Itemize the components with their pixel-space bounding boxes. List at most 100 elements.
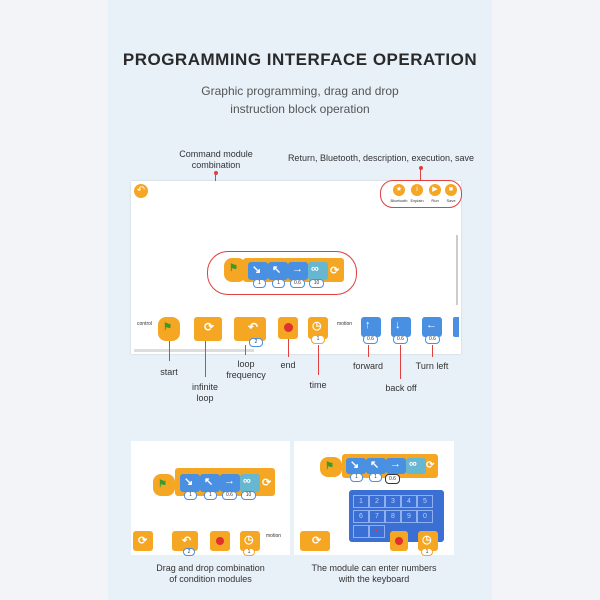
key-4[interactable]: 4 [401,495,417,508]
arrow-right-icon: → [292,263,303,275]
key-dot[interactable] [353,525,369,538]
explain-label: Explain [410,198,424,203]
start-palette-block[interactable]: ⚑ [158,317,180,341]
loop-palette-block[interactable]: ⟳ [300,531,330,551]
value-field[interactable]: 0.6 [393,335,408,344]
value-field[interactable]: 2 [249,338,263,347]
save-icon[interactable]: ■ [445,184,457,196]
turn-left-block[interactable]: ↖ [366,458,386,474]
value-field[interactable]: 1 [272,279,285,288]
caption-line-1: The module can enter numbers [311,563,437,573]
loop-frequency-block[interactable]: ↶ [234,317,266,341]
bluetooth-icon[interactable]: ★ [393,184,405,196]
key-6[interactable]: 6 [353,510,369,523]
value-field[interactable]: 1 [184,491,197,500]
value-field[interactable]: 10 [309,279,324,288]
time-block[interactable]: ◷ [308,317,328,339]
combo-note: Command module combination [168,149,264,171]
page-subtitle: Graphic programming, drag and drop instr… [108,82,492,118]
callout-line-1: loop [237,359,255,369]
turn-right-icon: ↘ [184,476,194,488]
vertical-scrollbar[interactable] [456,235,458,305]
keyboard-caption: The module can enter numbers with the ke… [294,563,454,585]
key-3[interactable]: 3 [385,495,401,508]
end-block[interactable] [210,531,230,551]
loop-icon: ↶ [182,535,192,547]
start-block[interactable]: ⚑ [153,474,175,496]
drag-drop-caption: Drag and drop combination of condition m… [131,563,290,585]
turn-left-palette-block[interactable]: ← [422,317,442,337]
run-label: Run [431,198,439,203]
key-7[interactable]: 7 [369,510,385,523]
value-field[interactable]: 1 [421,548,433,556]
value-field[interactable]: 0.6 [222,491,237,500]
flag-icon: ⚑ [163,322,172,333]
motion-category-label: motion [266,533,282,539]
value-field[interactable]: 0.6 [425,335,440,344]
callout-line [368,345,369,357]
value-field[interactable]: 1 [350,473,363,482]
key-8[interactable]: 8 [385,510,401,523]
partial-palette-block[interactable] [453,317,459,337]
key-2[interactable]: 2 [369,495,385,508]
loop-palette-block[interactable]: ⟳ [133,531,153,551]
value-field[interactable]: 1 [204,491,217,500]
turn-left-icon: ↖ [370,459,380,471]
value-field-active[interactable]: 0.6 [385,474,400,484]
explain-icon[interactable]: i [411,184,423,196]
turn-right-block[interactable]: ↘ [248,262,268,280]
turn-left-block[interactable]: ↖ [200,474,220,492]
turn-left-block[interactable]: ↖ [268,262,288,280]
subtitle-line-2: instruction block operation [230,102,370,116]
loop-frequency-callout: loop frequency [220,359,272,381]
connector-dot [419,166,423,170]
value-field[interactable]: 10 [241,491,256,500]
callout-line-1: infinite [191,382,218,392]
end-block[interactable] [278,317,298,339]
value-field[interactable]: 1 [243,548,255,556]
time-block[interactable]: ◷ [418,531,438,551]
time-block[interactable]: ◷ [240,531,260,551]
infinity-icon: ∞ [243,475,251,487]
combo-note-line-2: combination [191,160,241,170]
turn-left-callout: Turn left [415,361,449,371]
key-delete[interactable]: • [369,525,385,538]
value-field[interactable]: 1 [369,473,382,482]
loop-frequency-block[interactable]: ↶ [172,531,198,551]
arrow-up-icon: ↑ [365,319,371,331]
value-field[interactable]: 1 [311,335,325,344]
toolbar-group [380,180,462,208]
back-off-palette-block[interactable]: ↓ [391,317,411,337]
run-icon[interactable]: ▶ [429,184,441,196]
right-margin [492,0,600,600]
combo-note-line-1: Command module [179,149,253,159]
forward-palette-block[interactable]: ↑ [361,317,381,337]
value-field[interactable]: 0.6 [363,335,378,344]
end-block[interactable] [390,531,408,551]
turn-right-block[interactable]: ↘ [346,458,366,474]
infinite-loop-block[interactable]: ⟳ [194,317,222,341]
forward-block[interactable]: → [220,474,240,492]
repeat-block[interactable]: ∞ [308,262,328,280]
start-block[interactable]: ⚑ [320,457,342,477]
key-9[interactable]: 9 [401,510,417,523]
clock-icon: ◷ [312,320,322,332]
clock-icon: ◷ [422,534,432,546]
turn-left-icon: ↖ [272,264,282,276]
key-5[interactable]: 5 [417,495,433,508]
forward-callout: forward [352,361,383,371]
value-field[interactable]: 1 [253,279,266,288]
value-field[interactable]: 2 [183,548,195,556]
return-button[interactable]: ↶ [134,184,148,198]
forward-block[interactable]: → [288,262,308,280]
repeat-block[interactable]: ∞ [240,474,260,492]
value-field[interactable]: 0.6 [290,279,305,288]
key-1[interactable]: 1 [353,495,369,508]
start-block[interactable]: ⚑ [224,258,246,282]
forward-block[interactable]: → [386,458,406,474]
turn-right-block[interactable]: ↘ [180,474,200,492]
horizontal-scrollbar[interactable] [134,349,254,352]
key-0[interactable]: 0 [417,510,433,523]
repeat-block[interactable]: ∞ [406,458,426,474]
